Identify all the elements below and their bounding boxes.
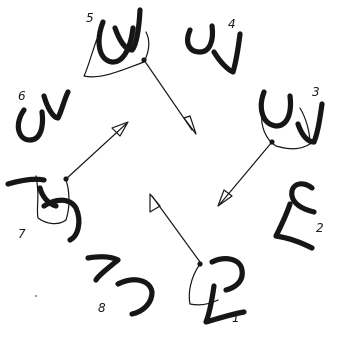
glyph-6: 6 [18,89,68,140]
glyph-3: 3 [261,85,322,149]
label-5: 5 [86,11,94,25]
arrow-from-3 [218,142,272,206]
label-7: 7 [18,227,26,241]
label-6: 6 [18,89,26,103]
glyph-1: 1 [189,259,244,325]
glyph-8: 8 [88,257,152,315]
label-3: 3 [312,85,320,99]
label-1: 1 [232,311,240,325]
arrow-from-7 [66,122,128,179]
label-2: 2 [316,221,324,235]
arrow-from-1 [150,194,200,262]
pencil-speck [35,295,37,297]
label-8: 8 [98,301,106,315]
glyph-4: 4 [188,17,240,72]
glyph-7: 7 [8,176,79,241]
arrow-from-5 [144,60,196,134]
label-4: 4 [228,17,236,31]
glyph-5: 5 [84,10,149,77]
glyph-2: 2 [276,184,324,248]
